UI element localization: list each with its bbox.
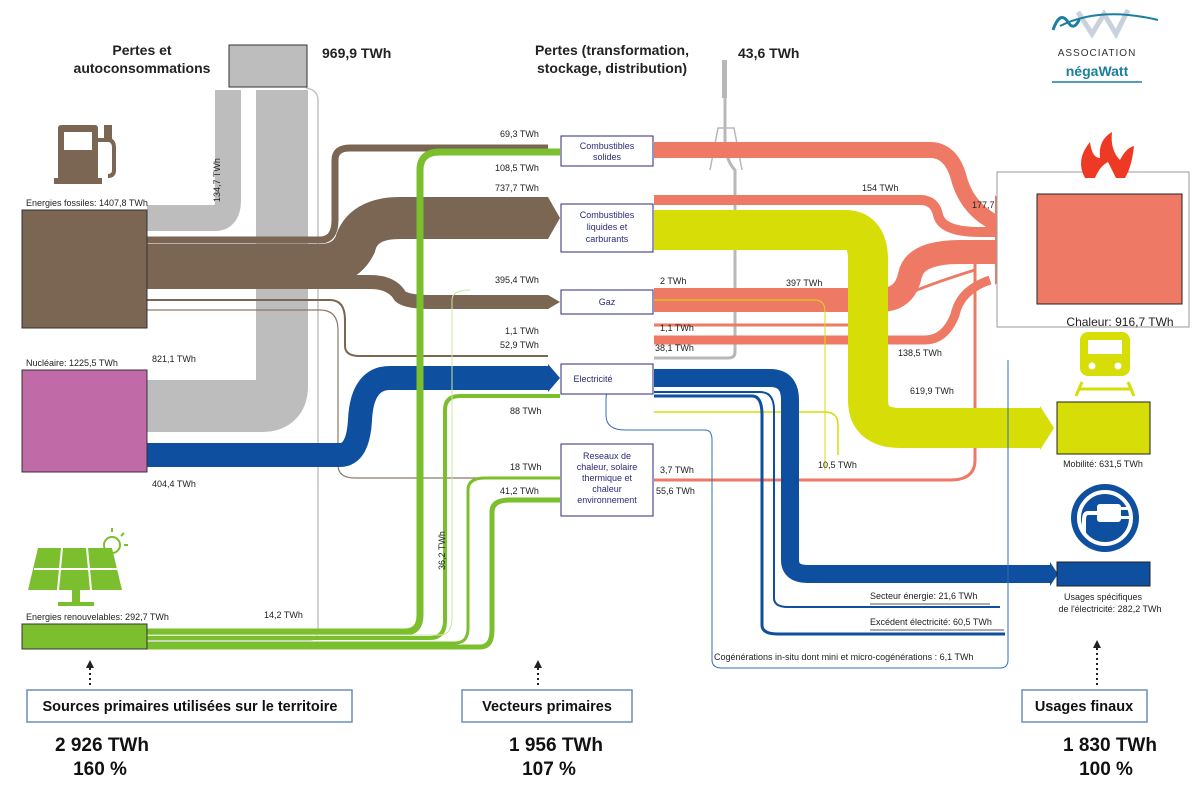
summary-pointers	[89, 648, 1098, 685]
flow-821: 821,1 TWh	[152, 354, 196, 364]
flow-18: 18 TWh	[510, 462, 541, 472]
flow-134: 134,7 TWh	[212, 158, 222, 202]
flame-icon	[1081, 132, 1134, 178]
logo-negawatt-text: négaWatt	[1066, 63, 1129, 79]
elec-use-label-2: de l'électricité: 282,2 TWh	[1058, 604, 1161, 614]
flow-55: 55,6 TWh	[656, 486, 695, 496]
vector-heat-l5: environnement	[577, 495, 637, 505]
solar-panel-icon	[28, 528, 128, 606]
losses-box	[228, 44, 308, 88]
transfo-losses-title-2: stockage, distribution)	[537, 60, 687, 76]
renewable-flows	[147, 148, 560, 650]
vector-liquid-l3: carburants	[586, 234, 629, 244]
primary-percent: 160 %	[73, 759, 127, 780]
flow-619: 619,9 TWh	[910, 386, 954, 396]
note-secteur-energie: Secteur énergie: 21,6 TWh	[870, 591, 977, 601]
heat-use-box	[1036, 193, 1183, 305]
vector-heat-l1: Reseaux de	[583, 451, 631, 461]
electricity-output-flows	[605, 360, 1050, 669]
vector-liquid-l2: liquides et	[587, 222, 628, 232]
primary-total: 2 926 TWh	[55, 735, 149, 756]
fossil-label: Energies fossiles: 1407,8 TWh	[26, 198, 148, 208]
flow-14: 14,2 TWh	[264, 610, 303, 620]
plug-icon	[1071, 484, 1139, 552]
mobility-use-box	[1056, 401, 1151, 455]
vector-solid-l2: solides	[593, 152, 622, 162]
fossil-arrow-gas	[548, 295, 560, 309]
elec-output-arrow	[1050, 562, 1058, 586]
vector-gas: Gaz	[599, 297, 616, 307]
losses-value: 969,9 TWh	[322, 45, 391, 61]
losses-title-1: Pertes et	[112, 42, 171, 58]
note-cogeneration: Cogénérations in-situ dont mini et micro…	[714, 652, 973, 662]
vector-percent: 107 %	[522, 759, 576, 780]
flow-10: 10,5 TWh	[818, 460, 857, 470]
mobility-flows	[654, 210, 1040, 470]
final-total: 1 830 TWh	[1063, 735, 1157, 756]
final-percent: 100 %	[1079, 759, 1133, 780]
primary-summary-label: Sources primaires utilisées sur le terri…	[43, 699, 338, 715]
vector-elec: Electricité	[573, 374, 612, 384]
heat-flows	[654, 142, 1005, 482]
flow-1a: 1,1 TWh	[505, 326, 539, 336]
heat-use-label: Chaleur: 916,7 TWh	[1066, 315, 1173, 329]
renewable-source-box	[21, 623, 148, 650]
elec-arrow	[548, 364, 560, 392]
flow-41: 41,2 TWh	[500, 486, 539, 496]
logo-watt-part: Watt	[1098, 63, 1128, 79]
mobility-arrow	[1040, 406, 1054, 450]
nuclear-elec-flow	[147, 366, 548, 467]
vector-boxes	[560, 135, 654, 517]
fuel-pump-icon	[54, 125, 116, 184]
losses-title-2: autoconsommations	[74, 60, 211, 76]
flow-138: 138,5 TWh	[898, 348, 942, 358]
flow-397: 397 TWh	[786, 278, 822, 288]
vector-liquid-l1: Combustibles	[580, 210, 635, 220]
flow-108: 108,5 TWh	[495, 163, 539, 173]
vector-heat-l4: chaleur	[592, 484, 622, 494]
primary-summary-box	[26, 689, 353, 723]
flow-395: 395,4 TWh	[495, 275, 539, 285]
elec-use-label-1: Usages spécifiques	[1064, 592, 1143, 602]
transfo-losses-value: 43,6 TWh	[738, 45, 799, 61]
flow-52: 52,9 TWh	[500, 340, 539, 350]
vector-summary-box	[461, 689, 633, 723]
flow-1b: 1,1 TWh	[660, 323, 694, 333]
fossil-source-box	[21, 209, 148, 329]
vector-summary-label: Vecteurs primaires	[482, 699, 612, 715]
flow-38: 38,1 TWh	[655, 343, 694, 353]
flow-88: 88 TWh	[510, 406, 541, 416]
vector-heat-l2: chaleur, solaire	[577, 462, 638, 472]
logo-nega-part: néga	[1066, 63, 1099, 79]
flow-154: 154 TWh	[862, 183, 898, 193]
transfo-losses-title-1: Pertes (transformation,	[535, 42, 689, 58]
train-icon	[1074, 332, 1136, 397]
flow-737: 737,7 TWh	[495, 183, 539, 193]
mobility-use-label: Mobilité: 631,5 TWh	[1063, 459, 1143, 469]
vector-solid-l1: Combustibles	[580, 141, 635, 151]
flow-404: 404,4 TWh	[152, 479, 196, 489]
flow-69: 69,3 TWh	[500, 129, 539, 139]
fossil-arrow-liquid	[548, 197, 560, 239]
nuclear-source-box	[21, 369, 148, 473]
nuclear-label: Nucléaire: 1225,5 TWh	[26, 358, 118, 368]
flow-36: 36,2 TWh	[437, 531, 447, 570]
vector-total: 1 956 TWh	[509, 735, 603, 756]
note-excedent: Excédent électricité: 60,5 TWh	[870, 617, 992, 627]
flow-177: 177,7	[972, 200, 995, 210]
elec-use-box	[1056, 561, 1151, 587]
flow-3: 3,7 TWh	[660, 465, 694, 475]
renewable-label: Energies renouvelables: 292,7 TWh	[26, 612, 169, 622]
final-summary-label: Usages finaux	[1035, 699, 1133, 715]
vector-heat-l3: thermique et	[582, 473, 633, 483]
negawatt-logo: ASSOCIATION négaWatt	[1051, 8, 1159, 83]
final-summary-box	[1021, 689, 1148, 723]
logo-association-text: ASSOCIATION	[1058, 48, 1137, 59]
flow-2: 2 TWh	[660, 276, 686, 286]
